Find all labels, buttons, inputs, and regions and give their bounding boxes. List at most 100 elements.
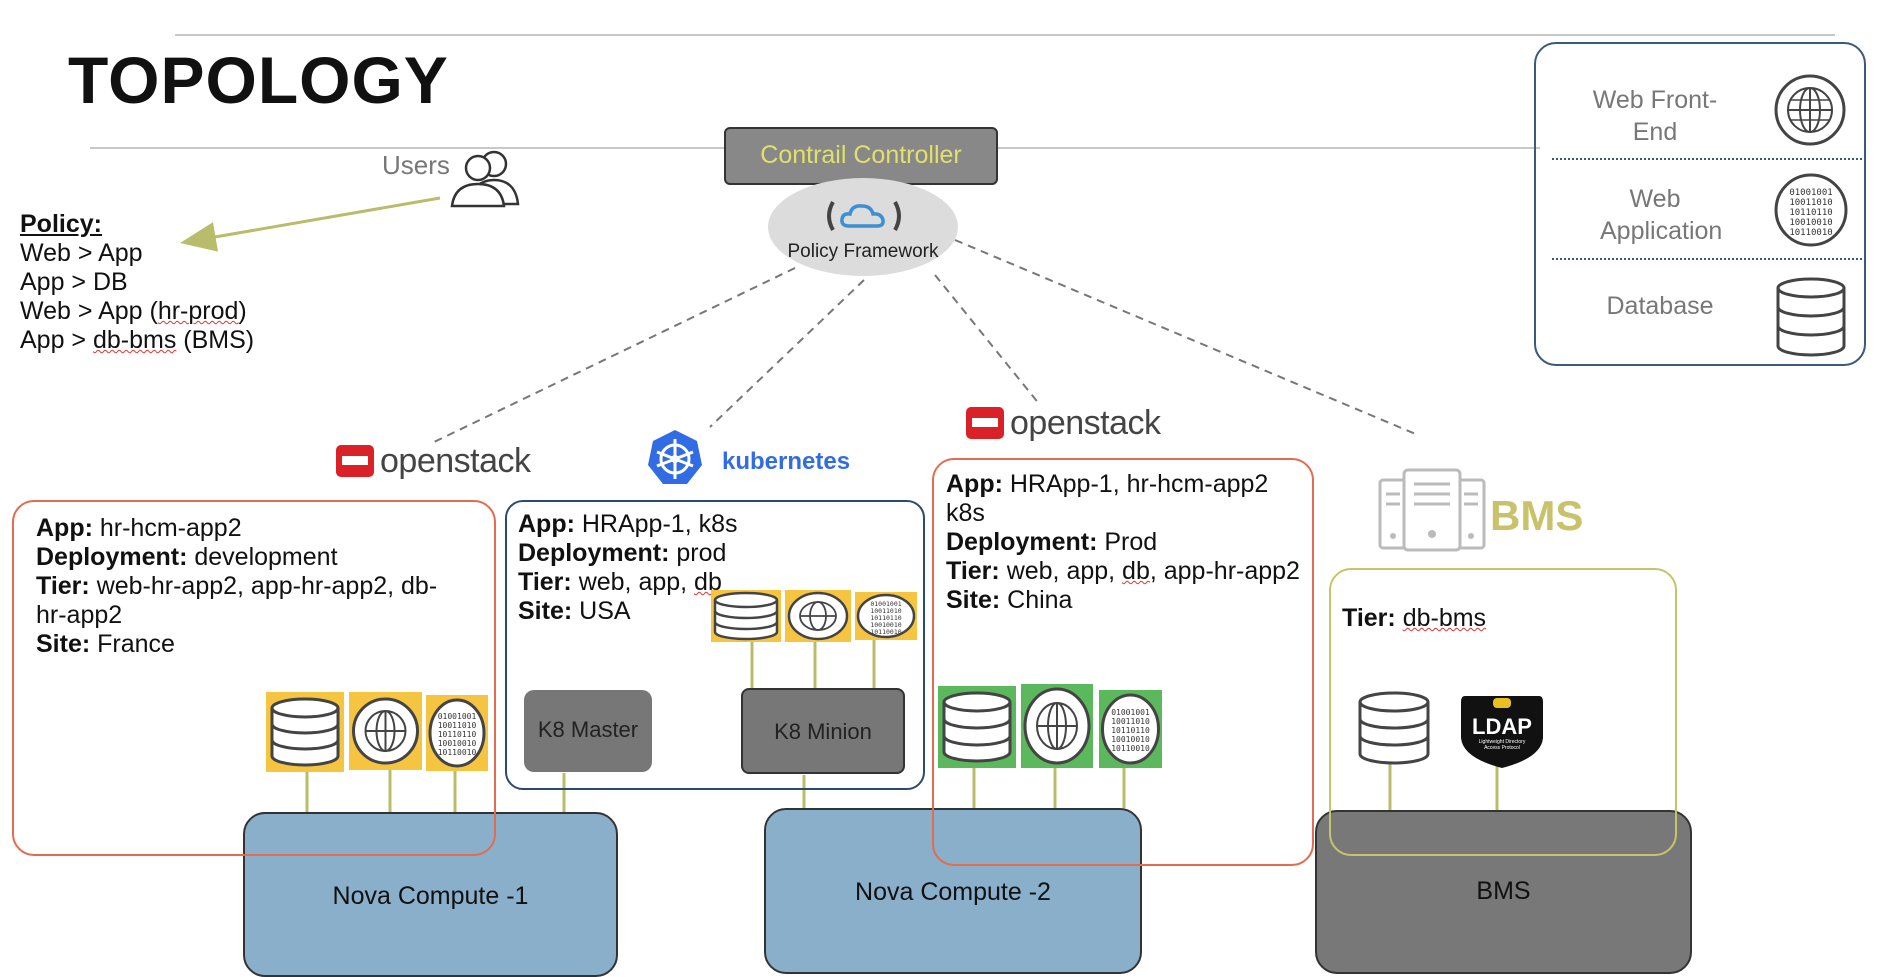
app-row: App: HRApp-1, k8s: [518, 510, 738, 538]
svg-text:10110110: 10110110: [870, 614, 901, 622]
globe-icon: [1774, 74, 1846, 146]
legend: [1534, 42, 1866, 366]
contrail-controller[interactable]: Contrail Controller: [724, 127, 998, 185]
svg-text:10010010: 10010010: [1111, 735, 1150, 744]
policy-framework-label: Policy Framework: [787, 241, 939, 262]
top-rule: [175, 34, 1835, 36]
users-icon: [450, 150, 520, 208]
svg-text:10010010: 10010010: [1789, 218, 1832, 228]
nova-compute-2[interactable]: [764, 808, 1142, 974]
legend-label: Web Application: [1600, 185, 1723, 245]
site-box-france: [12, 500, 496, 856]
globe-icon: [787, 591, 849, 641]
tier-row: Tier: web, app, db, app-hr-app2: [946, 557, 1300, 585]
svg-text:10110110: 10110110: [1789, 208, 1832, 218]
svg-text:10011010: 10011010: [438, 721, 477, 730]
site-box-china: [932, 458, 1314, 866]
users-label: Users: [382, 150, 450, 180]
policy-rule: Web > App (hr-prod): [20, 297, 247, 325]
svg-text:10011010: 10011010: [870, 607, 901, 615]
database-icon: [270, 697, 340, 767]
policy-heading: Policy:: [20, 210, 102, 238]
globe-icon: [352, 697, 419, 765]
kubernetes-label: kubernetes: [722, 448, 851, 475]
openstack-logo-right: openstack: [966, 404, 1161, 443]
bms-logo-label: BMS: [1490, 492, 1584, 539]
server-icon: [1378, 468, 1486, 552]
svg-text:10110110: 10110110: [1111, 726, 1150, 735]
svg-text:10110010: 10110010: [1111, 744, 1150, 753]
kubernetes-icon: [648, 430, 702, 484]
tier-row: Tier: web, app, db: [518, 568, 722, 596]
svg-text:10010010: 10010010: [438, 739, 477, 748]
svg-text:10110010: 10110010: [1789, 228, 1832, 238]
web-tag: [785, 590, 851, 642]
site-box-usa: [505, 500, 925, 790]
k8-minion-node[interactable]: K8 Minion: [741, 688, 905, 774]
k8-master-label: K8 Master: [537, 717, 639, 742]
globe-icon: [1023, 687, 1091, 765]
policy-list: Policy: Web > App App > DB Web > App (hr…: [20, 210, 254, 355]
db-tag: [938, 686, 1016, 768]
bms-node-label: BMS: [1476, 877, 1531, 905]
ldap-shield-icon: LDAP Lightweight Directory Access Protoc…: [1461, 696, 1543, 768]
bms-node[interactable]: [1315, 810, 1692, 974]
deployment-row: Deployment: Prod: [946, 528, 1158, 556]
svg-text:10110110: 10110110: [438, 730, 477, 739]
policy-rule: Web > App: [20, 239, 143, 267]
legend-label: Database: [1606, 292, 1714, 320]
web-tag: [1021, 684, 1093, 768]
page-title: TOPOLOGY: [68, 43, 449, 117]
legend-item-web-front-end: Web Front-End: [1552, 64, 1862, 164]
openstack-logo-left: openstack: [336, 442, 531, 481]
tier-row: Tier: web-hr-app2, app-hr-app2, db-hr-ap…: [36, 572, 438, 629]
policy-rule: App > db-bms (BMS): [20, 326, 255, 354]
binary-icon: 01001001 10011010 10110110 10010010 1011…: [1774, 173, 1848, 247]
svg-text:01001001: 01001001: [1111, 708, 1150, 717]
site-info-usa: App: HRApp-1, k8s Deployment: prod Tier:…: [518, 510, 918, 626]
legend-divider: [1552, 158, 1862, 160]
nova-compute-1[interactable]: [243, 812, 618, 977]
site-info-china: App: HRApp-1, hr-hcm-app2 k8s Deployment…: [946, 470, 1308, 615]
svg-text:01001001: 01001001: [870, 600, 901, 608]
ldap-title: LDAP: [1472, 714, 1532, 739]
tier-row: Tier: db-bms: [1342, 604, 1487, 632]
svg-text:01001001: 01001001: [1789, 188, 1832, 198]
legend-label: Web Front-End: [1592, 86, 1718, 146]
nova-compute-1-label: Nova Compute -1: [332, 882, 529, 910]
legend-item-web-application: Web Application 01001001 10011010 101101…: [1552, 165, 1862, 265]
db-tag: [711, 590, 781, 642]
k8-master-node[interactable]: K8 Master: [524, 690, 652, 772]
database-icon: [713, 591, 779, 641]
site-box-bms: [1329, 568, 1677, 856]
legend-item-database: Database: [1552, 266, 1862, 366]
svg-text:Access Protocol: Access Protocol: [1484, 745, 1520, 751]
k8-minion-label: K8 Minion: [774, 719, 872, 744]
legend-divider: [1552, 258, 1862, 260]
app-row: App: HRApp-1, hr-hcm-app2 k8s: [946, 470, 1269, 527]
site-info-bms: Tier: db-bms: [1342, 604, 1662, 633]
svg-text:01001001: 01001001: [438, 712, 477, 721]
nova-compute-2-label: Nova Compute -2: [855, 878, 1051, 906]
site-row: Site: France: [36, 630, 175, 658]
web-tag: [349, 692, 422, 770]
database-icon: [1358, 691, 1430, 765]
svg-text:10010010: 10010010: [870, 621, 901, 629]
deployment-row: Deployment: development: [36, 543, 338, 571]
cloud-icon: [827, 201, 901, 231]
database-icon: [942, 691, 1012, 763]
app-row: App: hr-hcm-app2: [36, 514, 242, 542]
openstack-icon: [336, 445, 374, 477]
svg-text:10110010: 10110010: [870, 628, 901, 636]
site-info-france: App: hr-hcm-app2 Deployment: development…: [36, 514, 466, 659]
site-row: Site: China: [946, 586, 1073, 614]
svg-text:Lightweight Directory: Lightweight Directory: [1479, 739, 1526, 745]
openstack-icon: [966, 407, 1004, 439]
